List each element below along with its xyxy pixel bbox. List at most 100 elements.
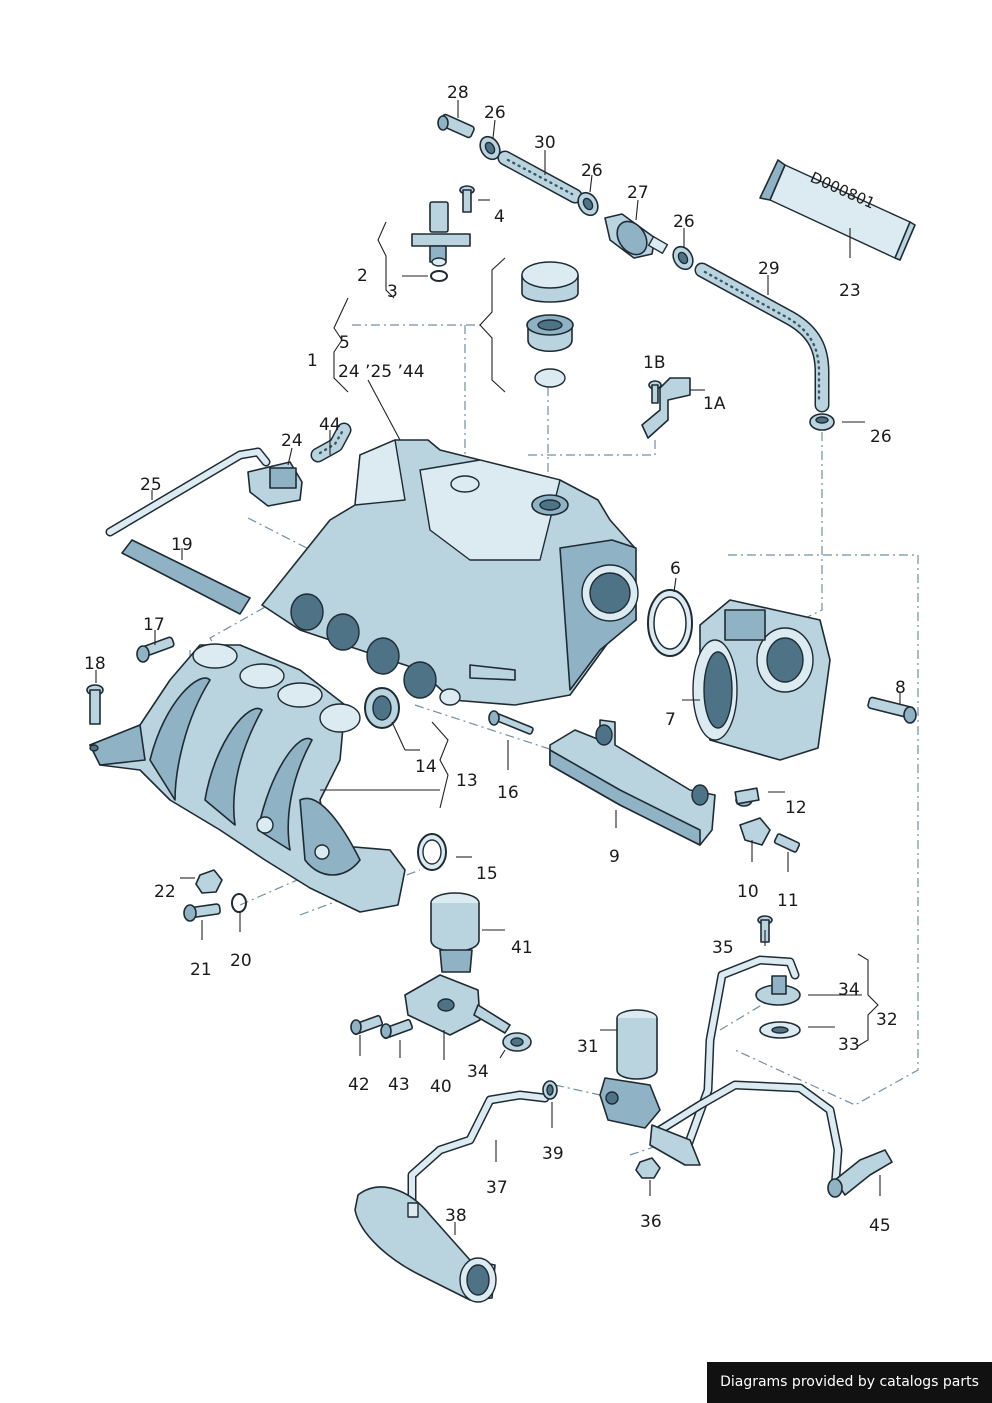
- label-26: 26: [581, 161, 603, 181]
- gasket-15: [417, 833, 447, 871]
- label-17: 17: [143, 615, 165, 635]
- hose-37: [407, 1090, 550, 1210]
- label-39: 39: [542, 1144, 564, 1164]
- label-20: 20: [230, 951, 252, 971]
- bolt-8: [867, 696, 917, 724]
- flange-40: [404, 974, 511, 1036]
- sensor-45: [827, 1149, 893, 1198]
- label-26: 26: [484, 103, 506, 123]
- bracket-1A: [641, 377, 691, 439]
- screw-4: [459, 185, 475, 213]
- label-5: 5: [339, 333, 350, 353]
- filler-cap-5: [521, 261, 579, 388]
- label-35: 35: [712, 938, 734, 958]
- label-10: 10: [737, 882, 759, 902]
- valve-41: [430, 892, 480, 973]
- label-26: 26: [870, 427, 892, 447]
- leader-lines: [95, 100, 901, 1235]
- bolt-28: [437, 113, 475, 139]
- o-ring-3: [430, 270, 448, 282]
- label-33: 33: [838, 1035, 860, 1055]
- label-36: 36: [640, 1212, 662, 1232]
- washer-20: [231, 893, 247, 913]
- label-41: 41: [511, 938, 533, 958]
- throttle-body-7: [692, 599, 831, 761]
- label-31: 31: [577, 1037, 599, 1057]
- label-7: 7: [665, 710, 676, 730]
- clamp-26-c: [672, 245, 694, 271]
- clip-34-lower: [502, 1032, 532, 1052]
- bolt-21: [183, 903, 221, 922]
- label-19: 19: [171, 535, 193, 555]
- grouping-brackets: [333, 221, 879, 1047]
- part-labels: 28 26 30 26 27 26 4 2 3 5 1 24 ’25 ’44 2…: [84, 83, 906, 1236]
- intake-manifold-upper-1: [261, 439, 639, 706]
- label-42: 42: [348, 1075, 370, 1095]
- label-14: 14: [415, 757, 437, 777]
- label-3: 3: [387, 282, 398, 302]
- label-34: 34: [838, 980, 860, 1000]
- seal-14: [364, 687, 400, 729]
- credit-banner: Diagrams provided by catalogs parts: [707, 1362, 992, 1403]
- label-23: 23: [839, 281, 861, 301]
- label-27: 27: [627, 183, 649, 203]
- stud-18: [86, 684, 104, 725]
- valve-24: [247, 461, 303, 507]
- label-1: 1: [307, 351, 318, 371]
- egr-pipe-32: [649, 955, 843, 1193]
- label-38: 38: [445, 1206, 467, 1226]
- label-26: 26: [673, 212, 695, 232]
- clamp-26-d: [809, 413, 835, 431]
- nut-22: [195, 869, 223, 894]
- label-24-25-44: 24 ’25 ’44: [338, 362, 425, 382]
- hose-29: [694, 262, 830, 413]
- valve-27: [604, 213, 669, 259]
- hose-44: [310, 422, 352, 463]
- label-28: 28: [447, 83, 469, 103]
- label-6: 6: [670, 559, 681, 579]
- clamp-39: [542, 1080, 558, 1100]
- label-18: 18: [84, 654, 106, 674]
- label-9: 9: [609, 847, 620, 867]
- bolt-43: [380, 1018, 414, 1040]
- label-11: 11: [777, 891, 799, 911]
- label-43: 43: [388, 1075, 410, 1095]
- label-15: 15: [476, 864, 498, 884]
- intake-manifold-lower-13: [89, 643, 406, 913]
- sealant-tube-23: D000801: [759, 159, 916, 261]
- clamp-26-b: [577, 191, 599, 217]
- gasket-19: [121, 539, 251, 615]
- label-13: 13: [456, 771, 478, 791]
- hose-30: [497, 150, 583, 204]
- support-bracket-9: [549, 719, 716, 846]
- bolt-11: [773, 833, 801, 853]
- label-45: 45: [869, 1216, 891, 1236]
- label-24: 24: [281, 431, 303, 451]
- label-4: 4: [494, 207, 505, 227]
- label-30: 30: [534, 133, 556, 153]
- bolt-17: [136, 636, 175, 663]
- label-25: 25: [140, 475, 162, 495]
- label-37: 37: [486, 1178, 508, 1198]
- label-1B: 1B: [643, 353, 665, 373]
- label-34: 34: [467, 1062, 489, 1082]
- nut-10: [739, 817, 771, 846]
- gasket-33: [759, 1021, 801, 1039]
- screw-16: [488, 710, 534, 735]
- label-16: 16: [497, 783, 519, 803]
- label-2: 2: [357, 266, 368, 286]
- gasket-6: [647, 589, 693, 657]
- sensor-2: [411, 201, 471, 267]
- label-32: 32: [876, 1010, 898, 1030]
- breather-hose-assembly: [437, 113, 835, 431]
- label-29: 29: [758, 259, 780, 279]
- flange-34-upper: [755, 975, 801, 1006]
- label-21: 21: [190, 960, 212, 980]
- intake-pipe-38: [354, 1186, 497, 1303]
- screw-1B: [648, 380, 662, 404]
- label-22: 22: [154, 882, 176, 902]
- bolt-42: [350, 1014, 384, 1036]
- label-8: 8: [895, 678, 906, 698]
- clamp-26-a: [479, 135, 501, 161]
